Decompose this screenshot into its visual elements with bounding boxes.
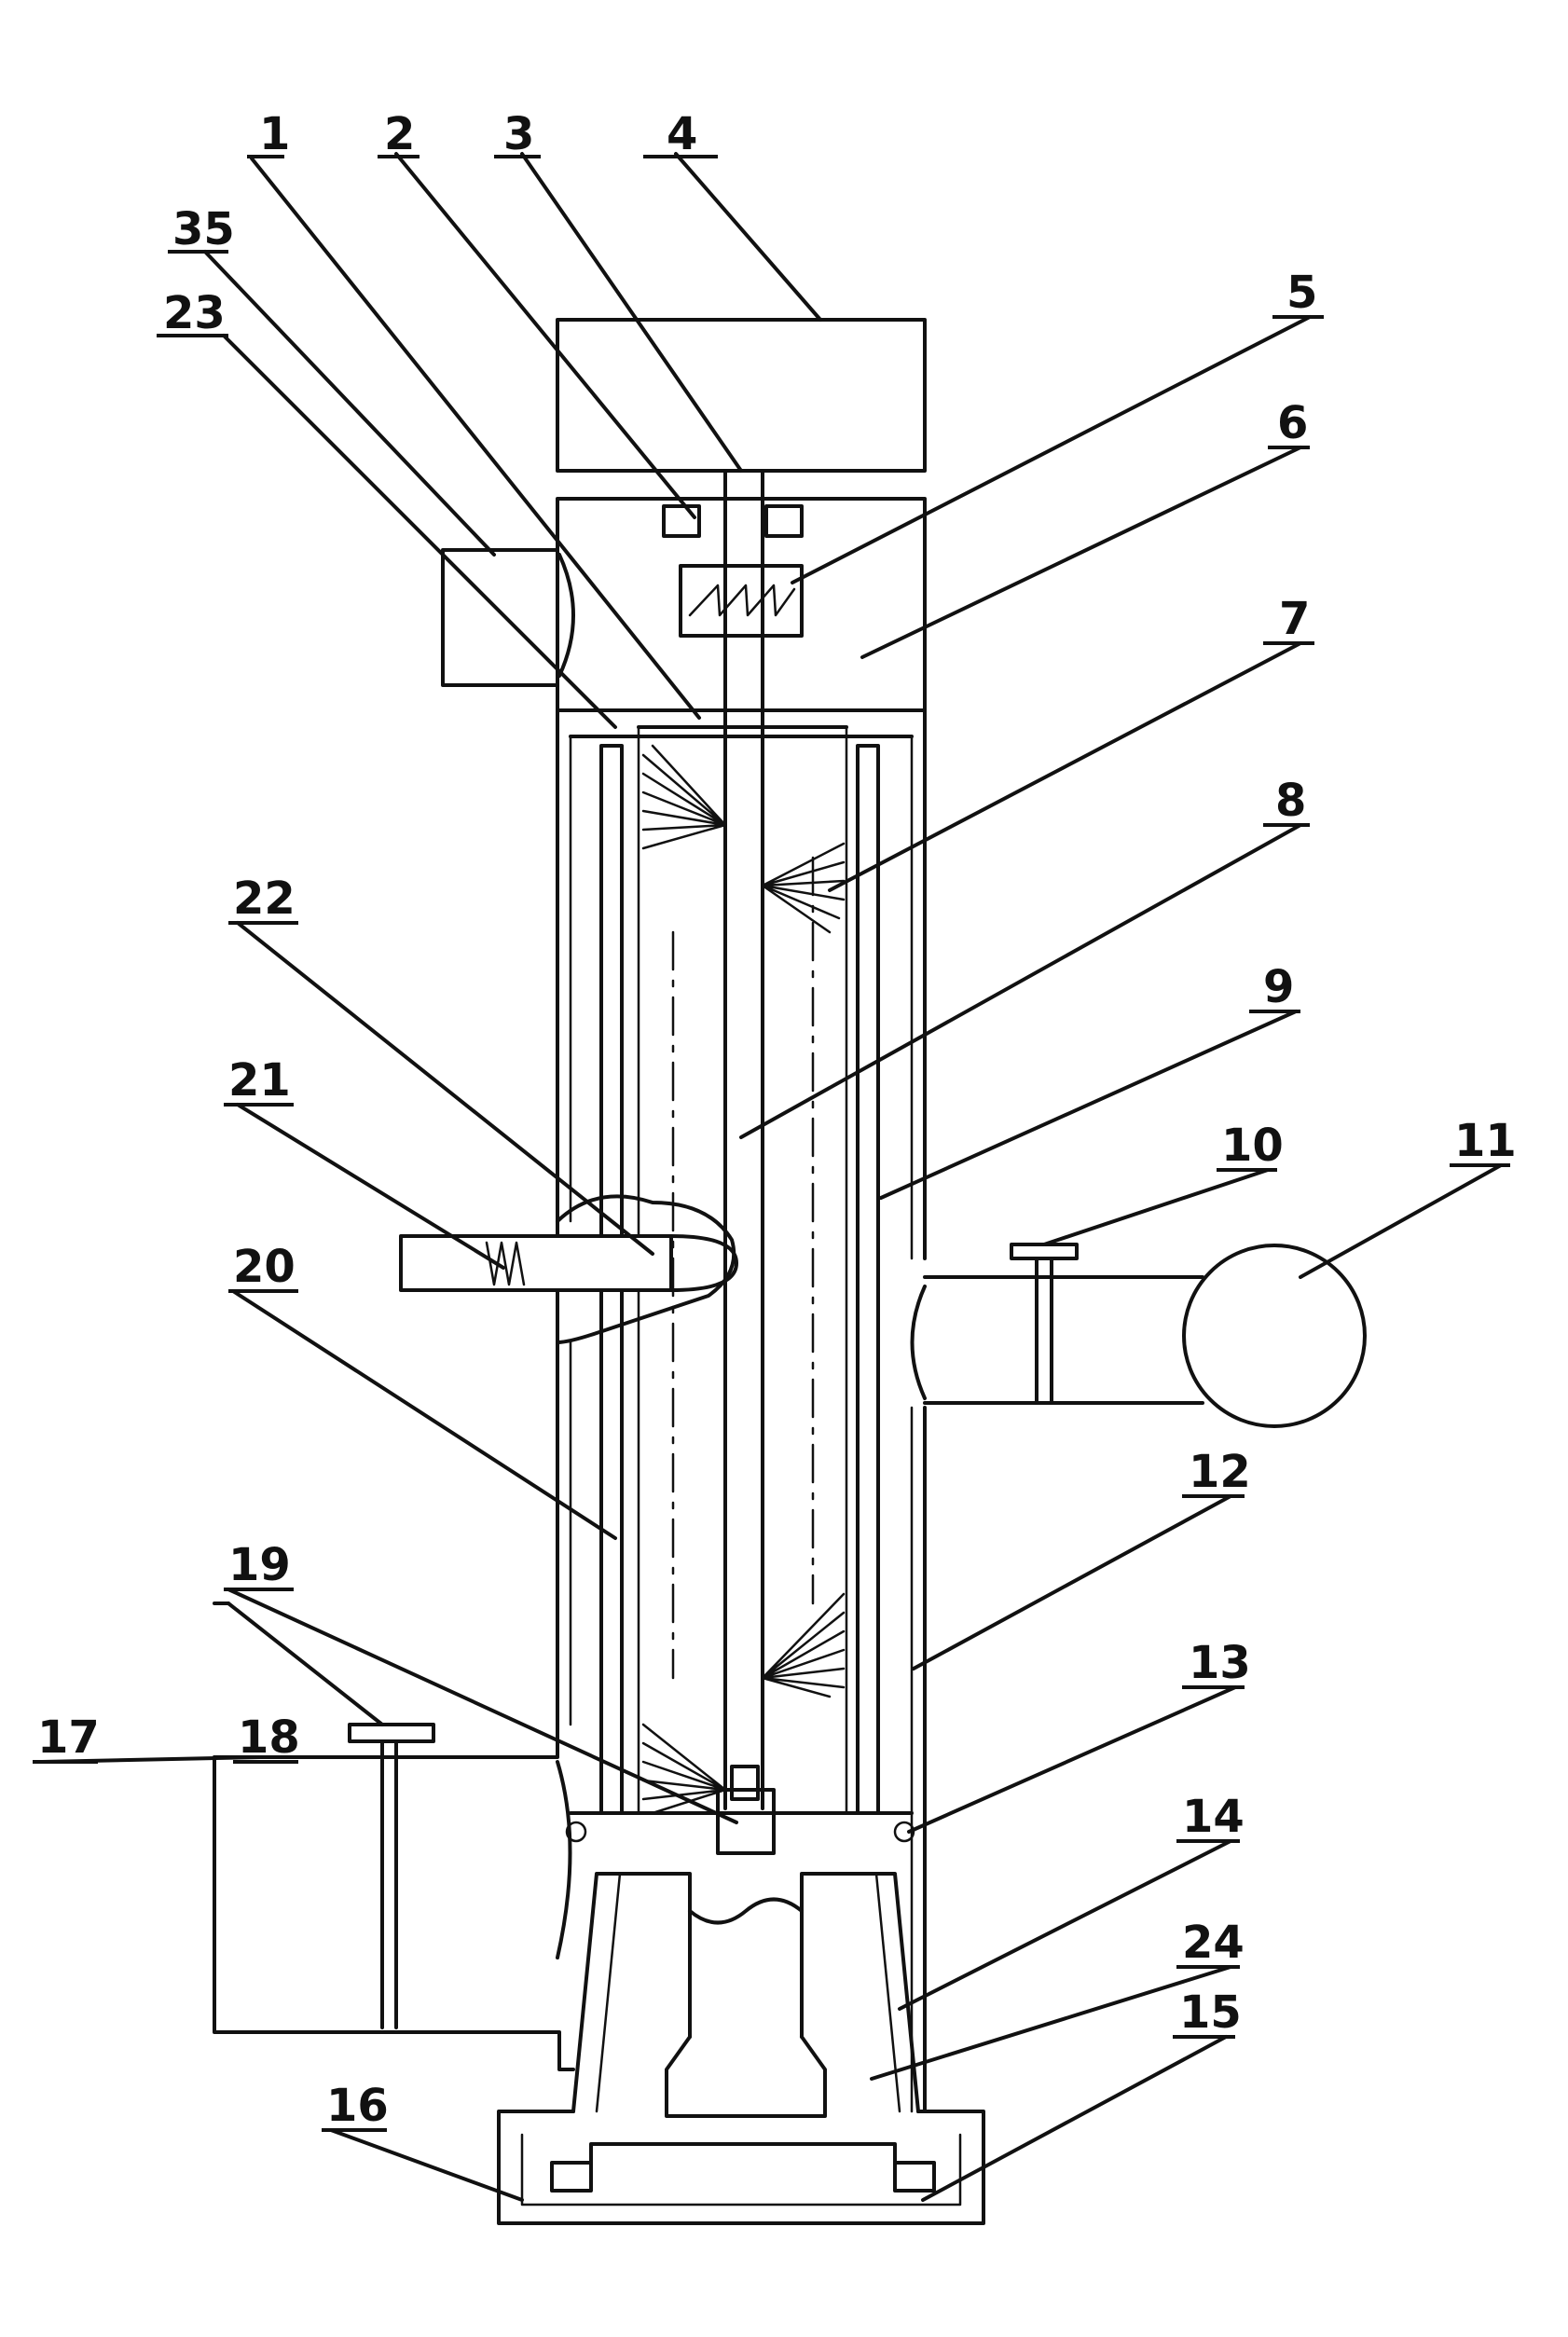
shaft-cap [716, 1788, 776, 1855]
label-23: 23 [163, 287, 226, 339]
label-10: 10 [1221, 1120, 1284, 1172]
label-6: 6 [1277, 397, 1308, 449]
label-8: 8 [1275, 775, 1306, 827]
label-11: 11 [1454, 1115, 1517, 1167]
outer-housing [556, 708, 927, 2113]
base-step [589, 2142, 897, 2165]
bearing-left [662, 504, 701, 538]
outlet-pipe-flange [557, 553, 575, 678]
base [497, 2110, 985, 2225]
inlet-valve [1010, 1243, 1079, 1405]
drain-flange [665, 2035, 827, 2118]
nozzle-tip [669, 1234, 738, 1292]
drain-wave [688, 1897, 804, 1925]
label-1: 1 [259, 108, 290, 160]
brush-lower-right [761, 1592, 846, 1698]
label-18: 18 [238, 1712, 300, 1764]
shaft-cap-pin [730, 1765, 760, 1801]
filter-drum-right-wall [856, 744, 880, 1815]
label-12: 12 [1189, 1446, 1251, 1498]
brush-upper-right [761, 842, 846, 934]
upper-chamber [556, 497, 927, 712]
inlet-pipe-flange [910, 1285, 927, 1400]
label-9: 9 [1263, 961, 1294, 1013]
cone-line-left [595, 1872, 622, 2113]
base-inner [520, 2133, 962, 2206]
spring-icon [688, 584, 796, 617]
label-3: 3 [503, 108, 534, 160]
label-19: 19 [228, 1539, 291, 1591]
outlet-pipe [441, 548, 559, 687]
nozzle-stem [399, 1234, 673, 1292]
label-15: 15 [1179, 1986, 1242, 2039]
coupling-box [679, 564, 804, 638]
numerals: 1 2 3 4 35 23 5 6 7 8 9 22 21 10 11 20 1… [33, 108, 1517, 2132]
drain-pipe-flange [556, 1760, 572, 1959]
leaders [40, 152, 1503, 2202]
label-14: 14 [1182, 1791, 1245, 1843]
drain-valve [348, 1723, 435, 2029]
nozzle-body [556, 1194, 736, 1344]
label-24: 24 [1182, 1917, 1245, 1969]
label-35: 35 [172, 203, 235, 255]
base-seal-right [893, 2161, 936, 2193]
motor-box [556, 318, 927, 473]
label-13: 13 [1189, 1637, 1251, 1689]
label-17: 17 [37, 1712, 100, 1764]
label-5: 5 [1286, 267, 1317, 319]
seal-ring-left [565, 1821, 587, 1843]
bearing-right [764, 504, 804, 538]
outer-housing-inner [569, 735, 914, 2113]
label-21: 21 [228, 1054, 291, 1107]
label-7: 7 [1279, 593, 1310, 645]
label-22: 22 [233, 873, 296, 925]
brush-lower-left [641, 1723, 727, 1815]
pump-circle [1182, 1244, 1367, 1428]
label-16: 16 [326, 2080, 389, 2132]
label-2: 2 [384, 108, 415, 160]
label-4: 4 [667, 108, 697, 160]
base-seal-left [550, 2161, 593, 2193]
inlet-pipe [923, 1275, 1204, 1405]
nozzle-spring-icon [485, 1241, 526, 1286]
drain-cone [571, 1872, 920, 2113]
seal-ring-right [893, 1821, 915, 1843]
drain-pipe [213, 1723, 575, 2071]
brush-upper-left [641, 744, 727, 850]
label-20: 20 [233, 1241, 296, 1293]
